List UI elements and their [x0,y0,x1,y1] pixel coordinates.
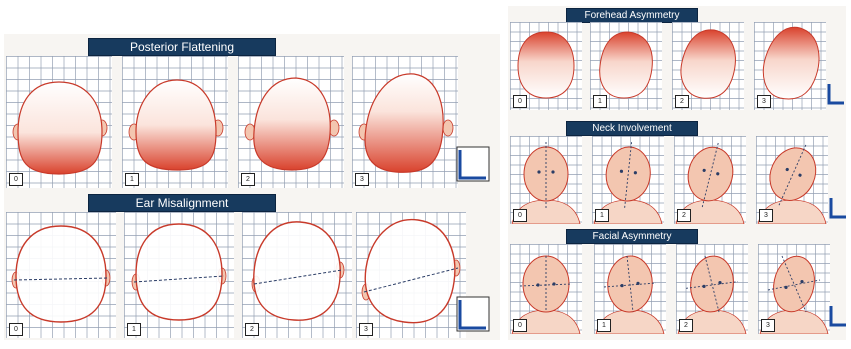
ear-grade-2: 2 [245,323,259,336]
neck-corner-mark [828,196,848,220]
neck-involvement-title: Neck Involvement [566,121,698,136]
facial-asymmetry-title: Facial Asymmetry [566,229,698,244]
ear-cell-3: 3 [356,212,466,338]
ear-cell-1: 1 [124,212,234,338]
ear-grade-3: 3 [359,323,373,336]
ear-grade-1: 1 [127,323,141,336]
facial-cell-0: 0 [510,244,582,334]
forehead-grade-1: 1 [593,95,607,108]
posterior-cell-3: 3 [352,56,458,188]
forehead-cell-2: 2 [672,22,744,110]
posterior-grade-1: 1 [125,173,139,186]
forehead-cell-0: 0 [510,22,582,110]
facial-corner-mark [828,304,848,328]
posterior-cell-2: 2 [238,56,344,188]
posterior-grade-0: 0 [9,173,23,186]
facial-cell-2: 2 [676,244,748,334]
facial-grade-2: 2 [679,319,693,332]
posterior-cell-0: 0 [6,56,112,188]
ear-grade-0: 0 [9,323,23,336]
facial-grade-0: 0 [513,319,527,332]
forehead-grade-3: 3 [757,95,771,108]
posterior-cell-1: 1 [122,56,228,188]
neck-cell-1: 1 [592,136,664,224]
neck-grade-0: 0 [513,209,527,222]
forehead-grade-0: 0 [513,95,527,108]
facial-cell-3: 3 [758,244,830,334]
ear-misalignment-title: Ear Misalignment [88,194,276,212]
forehead-cell-1: 1 [590,22,662,110]
neck-cell-3: 3 [756,136,828,224]
ear-cell-2: 2 [242,212,352,338]
forehead-asymmetry-title: Forehead Asymmetry [566,8,698,23]
neck-cell-0: 0 [510,136,582,224]
neck-grade-2: 2 [677,209,691,222]
facial-grade-1: 1 [597,319,611,332]
ear-cell-0: 0 [6,212,116,338]
posterior-corner-mark [456,146,490,182]
facial-cell-1: 1 [594,244,666,334]
neck-grade-3: 3 [759,209,773,222]
forehead-cell-3: 3 [754,22,826,110]
posterior-grade-3: 3 [355,173,369,186]
forehead-grade-2: 2 [675,95,689,108]
neck-grade-1: 1 [595,209,609,222]
forehead-corner-mark [826,82,846,106]
neck-cell-2: 2 [674,136,746,224]
posterior-flattening-title: Posterior Flattening [88,38,276,56]
ear-corner-mark [456,296,490,332]
facial-grade-3: 3 [761,319,775,332]
posterior-grade-2: 2 [241,173,255,186]
